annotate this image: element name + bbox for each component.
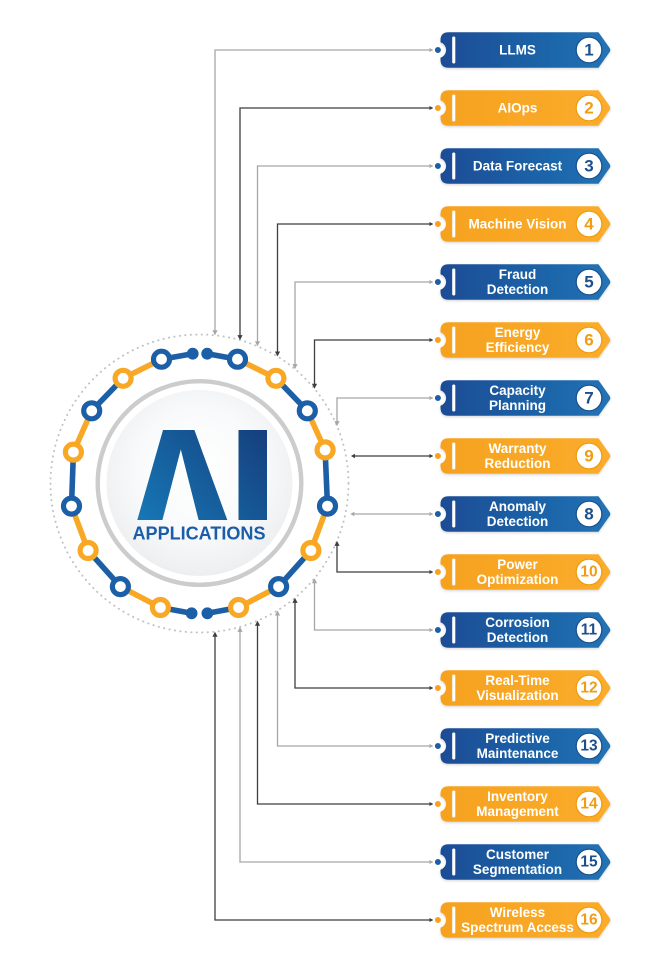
svg-text:6: 6 (584, 331, 593, 350)
svg-text:Reduction: Reduction (485, 456, 551, 471)
svg-text:11: 11 (581, 622, 598, 639)
svg-text:12: 12 (580, 680, 597, 697)
svg-text:LLMS: LLMS (499, 43, 536, 58)
svg-text:13: 13 (580, 738, 598, 755)
svg-text:Predictive: Predictive (485, 731, 550, 746)
svg-text:7: 7 (584, 389, 593, 408)
svg-text:Visualization: Visualization (476, 688, 558, 703)
svg-text:Inventory: Inventory (487, 789, 548, 804)
svg-text:Fraud: Fraud (499, 267, 537, 282)
svg-text:Maintenance: Maintenance (477, 746, 559, 761)
svg-text:APPLICATIONS: APPLICATIONS (133, 523, 266, 544)
svg-text:Detection: Detection (487, 630, 549, 645)
svg-text:Energy: Energy (495, 325, 541, 340)
svg-text:Data Forecast: Data Forecast (473, 159, 563, 174)
svg-text:Power: Power (497, 557, 538, 572)
svg-text:Anomaly: Anomaly (489, 499, 547, 514)
svg-text:1: 1 (584, 41, 593, 60)
svg-text:Detection: Detection (487, 282, 549, 297)
svg-text:2: 2 (584, 99, 593, 118)
svg-text:14: 14 (580, 796, 598, 813)
svg-text:Real-Time: Real-Time (485, 673, 550, 688)
svg-text:Wireless: Wireless (490, 905, 545, 920)
svg-text:5: 5 (584, 273, 593, 292)
svg-text:Management: Management (476, 804, 559, 819)
svg-text:Efficiency: Efficiency (486, 340, 550, 355)
svg-text:Detection: Detection (487, 514, 549, 529)
svg-text:Spectrum Access: Spectrum Access (461, 920, 574, 935)
svg-text:Customer: Customer (486, 847, 550, 862)
svg-text:8: 8 (584, 505, 593, 524)
svg-text:Planning: Planning (489, 398, 546, 413)
svg-text:15: 15 (580, 854, 598, 871)
svg-text:Machine Vision: Machine Vision (468, 217, 566, 232)
svg-text:Capacity: Capacity (489, 383, 546, 398)
svg-text:Warranty: Warranty (488, 441, 547, 456)
svg-text:AIOps: AIOps (498, 101, 538, 116)
svg-text:10: 10 (580, 564, 597, 581)
svg-text:Optimization: Optimization (477, 572, 559, 587)
svg-text:9: 9 (584, 447, 593, 466)
svg-text:3: 3 (584, 157, 593, 176)
svg-text:Segmentation: Segmentation (473, 862, 562, 877)
svg-text:4: 4 (584, 215, 594, 234)
svg-text:16: 16 (580, 912, 598, 929)
svg-text:Corrosion: Corrosion (485, 615, 550, 630)
